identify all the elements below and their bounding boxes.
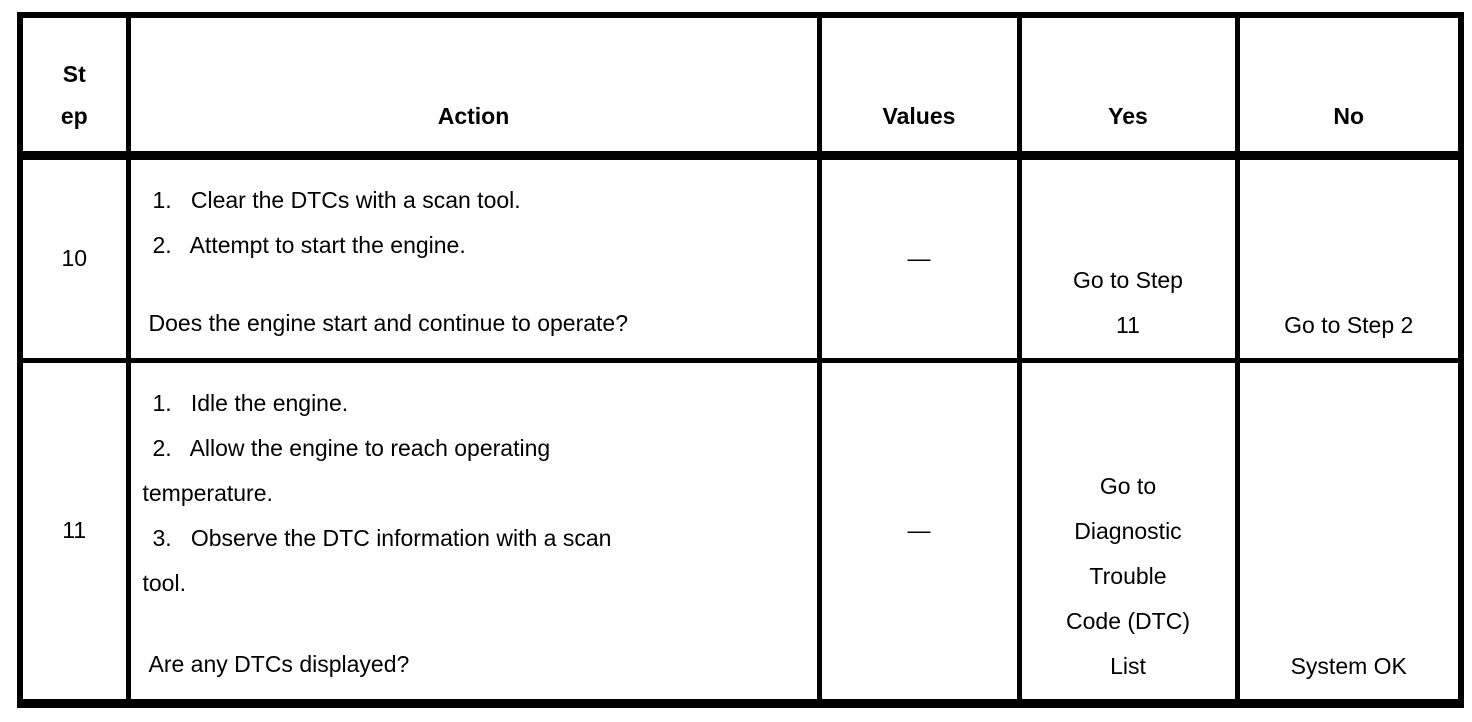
action-steps-list: 1. Idle the engine. 2. Allow the engine t… (143, 381, 777, 606)
column-header-step: St ep (17, 12, 131, 160)
column-header-action: Action (125, 12, 822, 160)
action-step-item: 3. Observe the DTC information with a sc… (142, 524, 612, 596)
column-header-yes: Yes (1016, 12, 1240, 160)
action-step-item: 1. Clear the DTCs with a scan tool. (152, 186, 521, 213)
no-outcome-cell: System OK (1234, 357, 1464, 706)
action-step-item: 1. Idle the engine. (152, 389, 349, 416)
action-question: Does the engine start and continue to op… (148, 309, 629, 336)
yes-outcome-cell: Go to Step 11 (1016, 152, 1240, 363)
yes-outcome-cell: Go to Diagnostic Trouble Code (DTC) List (1016, 357, 1240, 706)
values-cell: — (816, 152, 1022, 363)
table-row: 10 1. Clear the DTCs with a scan tool. 2. … (17, 152, 1464, 363)
column-header-no: No (1234, 12, 1464, 160)
action-step-item: 2. Allow the engine to reach operating t… (142, 434, 551, 506)
action-content: 1. Idle the engine. 2. Allow the engine t… (131, 363, 817, 699)
table-body: 10 1. Clear the DTCs with a scan tool. 2. … (17, 152, 1464, 706)
action-question: Are any DTCs displayed? (148, 650, 410, 677)
action-content: 1. Clear the DTCs with a scan tool. 2. At… (131, 160, 817, 358)
table-row: 11 1. Idle the engine. 2. Allow the engine… (17, 357, 1464, 706)
action-cell: 1. Clear the DTCs with a scan tool. 2. At… (125, 152, 822, 363)
action-cell: 1. Idle the engine. 2. Allow the engine t… (125, 357, 822, 706)
column-header-values: Values (816, 12, 1022, 160)
step-number-cell: 11 (17, 357, 131, 706)
table-header-row: St ep Action Values Yes No (17, 12, 1464, 160)
action-step-item: 2. Attempt to start the engine. (152, 231, 466, 258)
action-steps-list: 1. Clear the DTCs with a scan tool. 2. At… (143, 178, 777, 268)
no-outcome-cell: Go to Step 2 (1234, 152, 1464, 363)
values-cell: — (816, 357, 1022, 706)
step-number-cell: 10 (17, 152, 131, 363)
